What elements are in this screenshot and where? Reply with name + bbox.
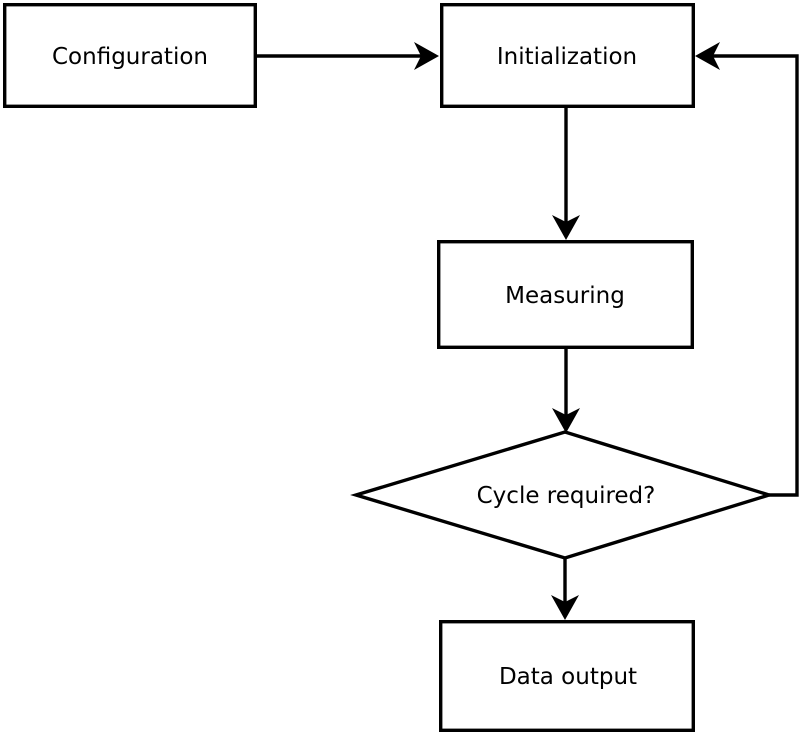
node-data-output-box (439, 620, 696, 733)
node-initialization-label: Initialization (497, 44, 637, 70)
arrowhead-down-icon (552, 215, 580, 240)
edge-configuration-to-initialization (257, 42, 439, 70)
edge-measuring-to-cycle-required (552, 349, 580, 433)
edge-initialization-to-measuring (552, 108, 580, 240)
arrowhead-right-icon (414, 42, 439, 70)
edge-cycle-required-to-data-output (551, 558, 579, 620)
node-cycle-required: Cycle required? (350, 430, 775, 560)
node-data-output-label: Data output (499, 664, 637, 690)
edge-loop-line (712, 54, 799, 497)
node-configuration-box (2, 2, 258, 108)
node-configuration: Configuration (2, 2, 258, 108)
node-initialization-box (440, 2, 696, 108)
node-measuring-box (437, 239, 695, 349)
edge-cycle-required-to-initialization-loop (695, 42, 799, 497)
node-initialization: Initialization (440, 2, 696, 108)
arrowhead-left-icon (695, 42, 720, 70)
arrowhead-down-icon (551, 595, 579, 620)
node-measuring-label: Measuring (505, 283, 625, 309)
node-measuring: Measuring (437, 239, 695, 349)
arrowhead-down-icon (552, 408, 580, 433)
node-cycle-required-label: Cycle required? (477, 483, 656, 509)
node-cycle-required-diamond (350, 430, 775, 560)
node-configuration-label: Configuration (52, 44, 208, 70)
node-data-output: Data output (439, 620, 696, 733)
